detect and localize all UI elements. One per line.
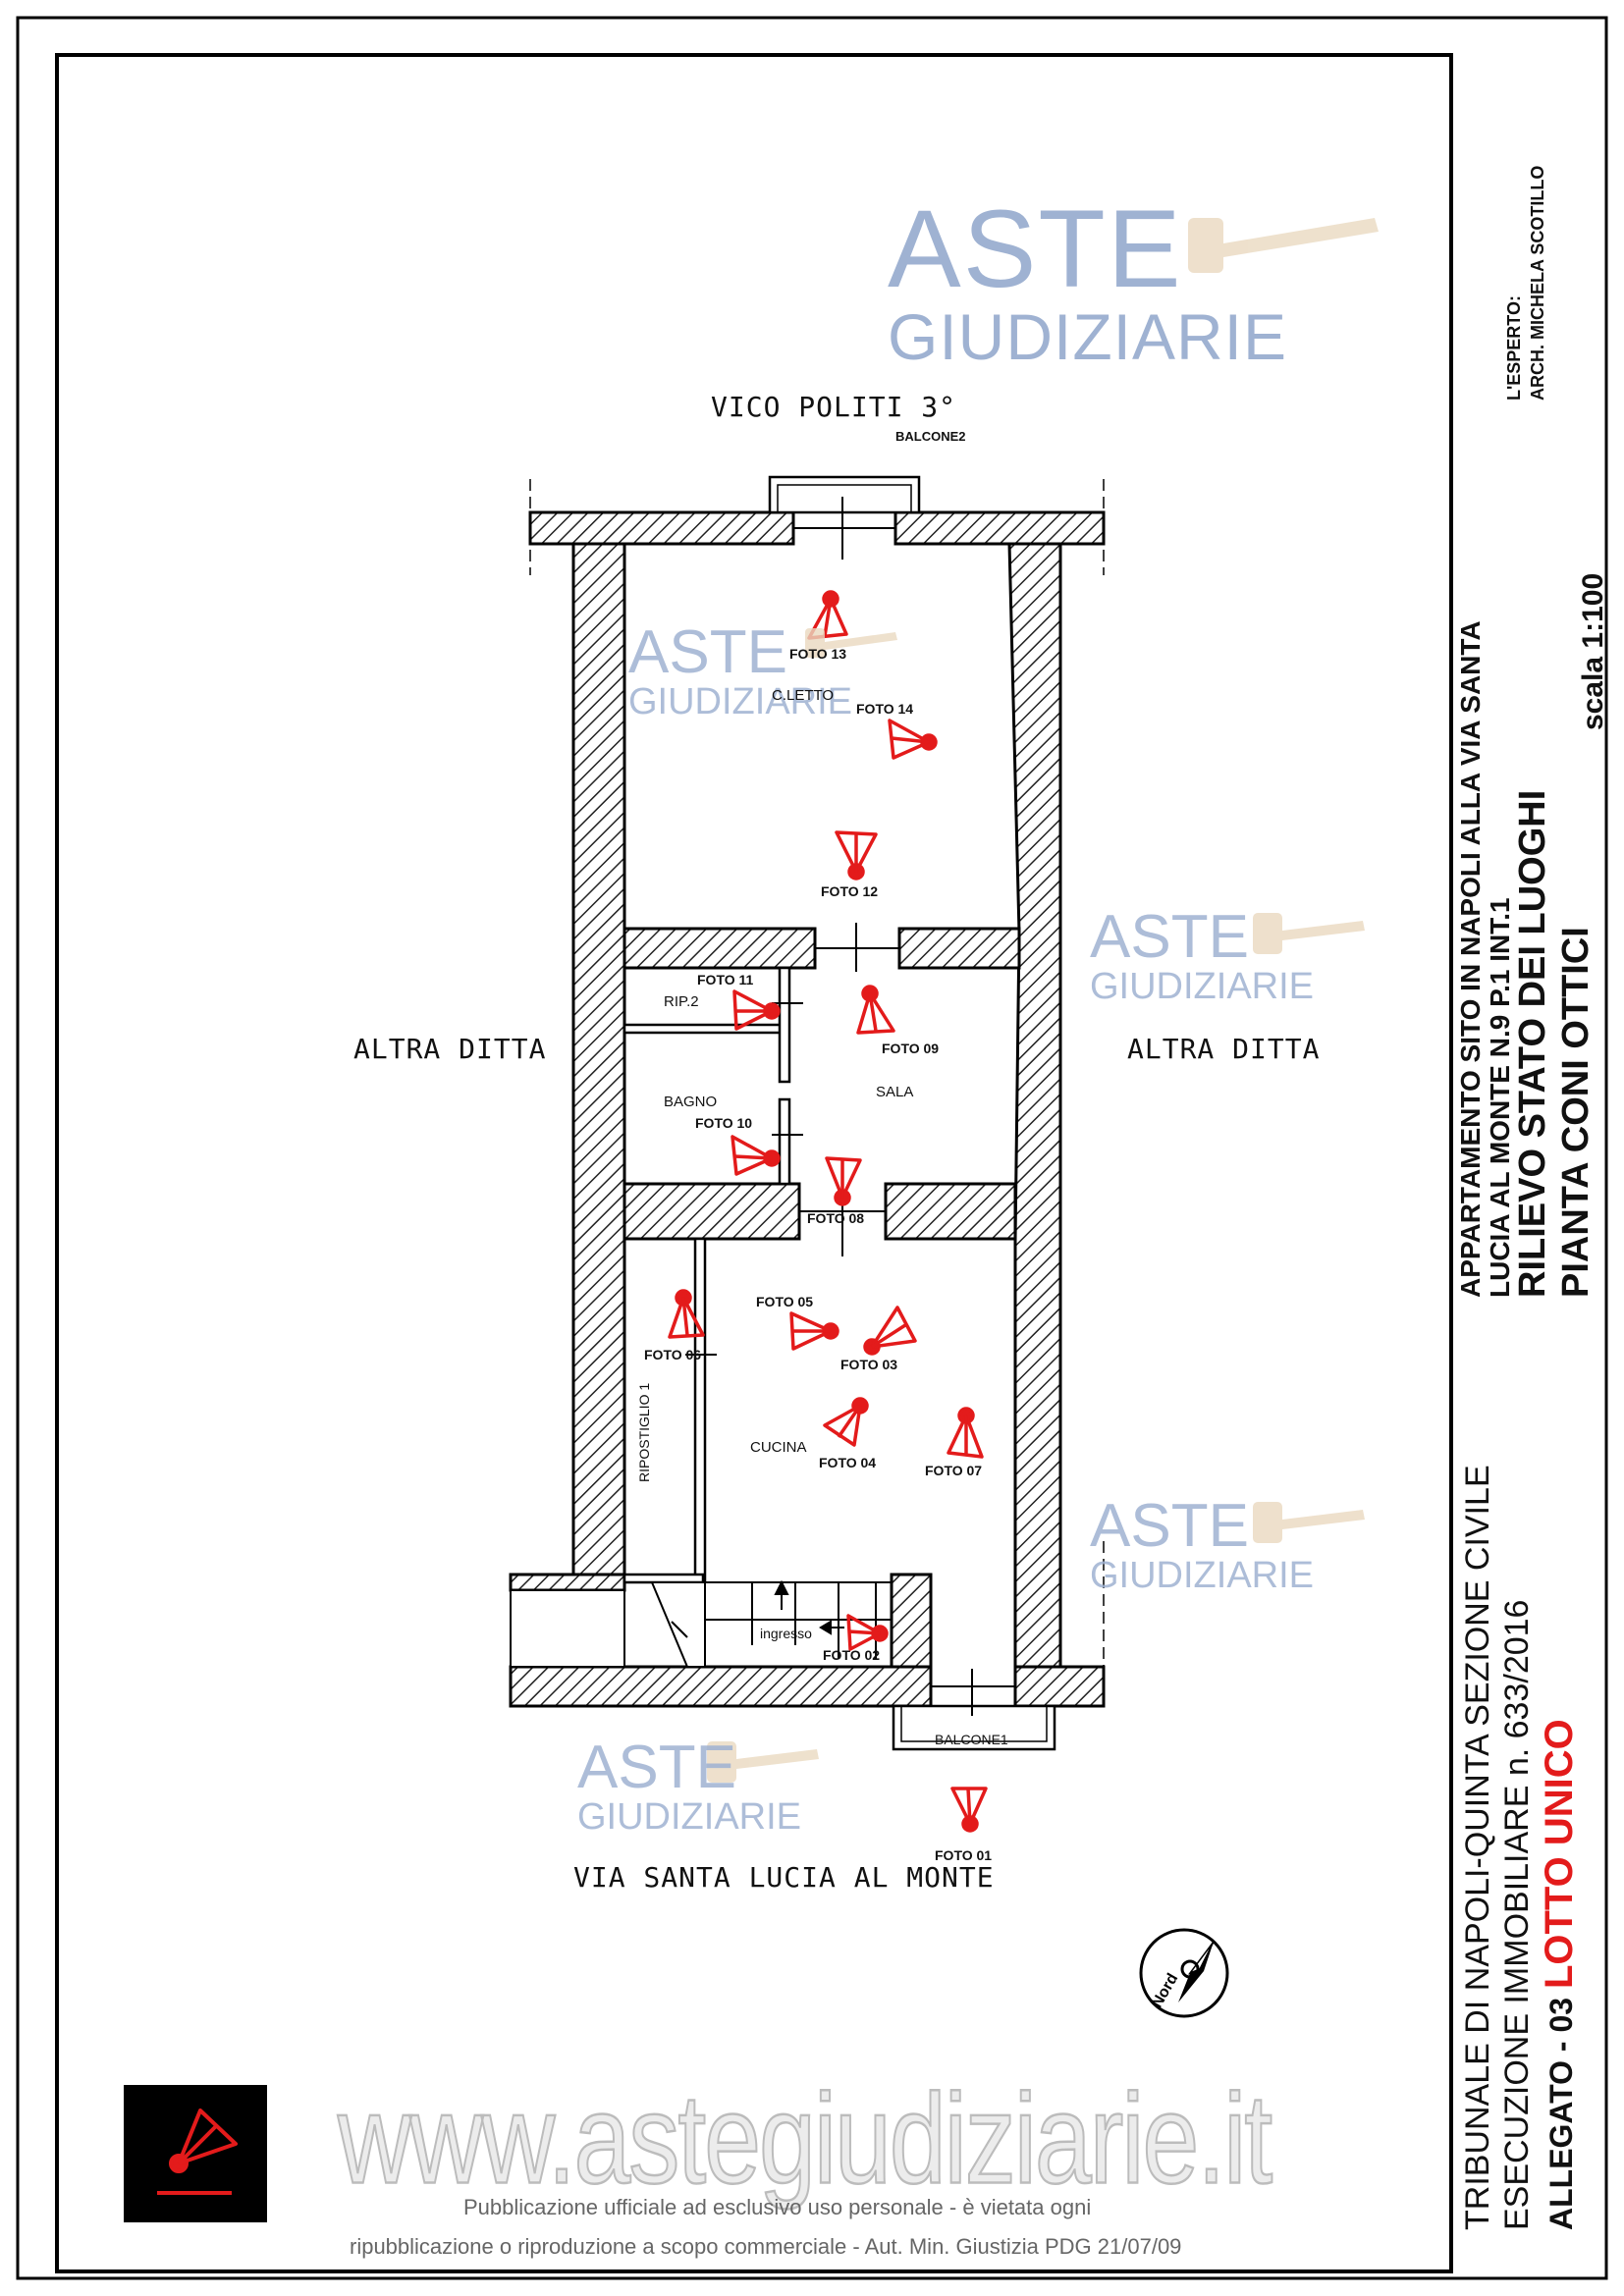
room-ingresso: ingresso <box>760 1626 812 1641</box>
watermark-url: www.astegiudiziarie.it <box>337 2067 1273 2213</box>
room-bagno: BAGNO <box>664 1094 718 1110</box>
photo-label-01: FOTO 01 <box>935 1847 993 1863</box>
gavel-watermarks <box>707 218 1379 1783</box>
address-line-1: APPARTAMENTO SITO IN NAPOLI ALLA VIA SAN… <box>1455 620 1486 1298</box>
room-cletto: C.LETTO <box>772 687 835 704</box>
scale-label: scala 1:100 <box>1577 572 1609 730</box>
property-lines <box>529 479 1105 1669</box>
annex-line: ALLEGATO - 03 LOTTO UNICO <box>1538 1719 1582 2230</box>
street-bottom: VIA SANTA LUCIA AL MONTE <box>573 1861 995 1894</box>
watermark-giudiziarie: GIUDIZIARIE <box>888 300 1288 373</box>
watermark-aste: ASTE <box>888 187 1183 310</box>
partitions <box>623 966 791 1584</box>
photo-label-13: FOTO 13 <box>789 646 847 662</box>
view-cone-02 <box>846 1614 889 1651</box>
stair-landing-wall <box>510 1589 625 1668</box>
view-cone-01 <box>950 1787 988 1833</box>
drawing-frame <box>55 53 1453 2273</box>
stair <box>650 1579 892 1668</box>
photo-label-05: FOTO 05 <box>756 1294 814 1309</box>
court-line-2: ESECUZIONE IMMOBILIARE n. 633/2016 <box>1498 1599 1536 2230</box>
street-top: VICO POLITI 3° <box>711 391 957 423</box>
watermark-aste: ASTE <box>628 618 787 686</box>
view-cone-12 <box>835 830 878 881</box>
room-balcone2: BALCONE2 <box>895 429 966 444</box>
room-sala: SALA <box>876 1084 914 1100</box>
room-cucina: CUCINA <box>750 1439 807 1456</box>
court-line-1: TRIBUNALE DI NAPOLI-QUINTA SEZIONE CIVIL… <box>1459 1465 1496 2230</box>
balcony-bottom-inner <box>900 1705 1048 1742</box>
photo-label-03: FOTO 03 <box>840 1357 898 1372</box>
photo-label-10: FOTO 10 <box>695 1115 753 1131</box>
watermark-aste: ASTE <box>1090 1492 1249 1560</box>
neighbor-right: ALTRA DITTA <box>1127 1033 1321 1065</box>
expert-name: ARCH. MICHELA SCOTILLO <box>1528 165 1547 400</box>
disclaimer-line-1: Pubblicazione ufficiale ad esclusivo uso… <box>463 2195 1092 2219</box>
watermark-right-1: ASTE GIUDIZIARIE <box>1090 903 1315 1007</box>
view-cones <box>668 590 988 1833</box>
view-cone-07 <box>947 1407 984 1459</box>
watermark-main: ASTE GIUDIZIARIE <box>888 187 1288 373</box>
view-cone-13 <box>807 590 848 640</box>
neighbor-left: ALTRA DITTA <box>353 1033 547 1065</box>
photo-label-12: FOTO 12 <box>821 883 879 899</box>
view-cone-04 <box>823 1397 869 1447</box>
view-cone-03 <box>863 1306 917 1356</box>
title-line-2: PIANTA CONI OTTICI <box>1555 927 1597 1298</box>
balcony-top-inner <box>777 484 912 513</box>
photo-label-08: FOTO 08 <box>807 1210 865 1226</box>
view-cone-05 <box>789 1311 839 1351</box>
watermark-aste: ASTE <box>1090 903 1249 971</box>
walls <box>509 510 1106 1708</box>
watermark-right-2: ASTE GIUDIZIARIE <box>1090 1492 1315 1596</box>
view-cone-14 <box>888 719 938 760</box>
watermark-aste: ASTE <box>577 1734 736 1801</box>
view-cone-08 <box>825 1156 862 1206</box>
watermark-giudiziarie: GIUDIZIARIE <box>1090 966 1315 1007</box>
expert-label: L'ESPERTO: <box>1504 295 1524 400</box>
room-rip2: RIP.2 <box>664 993 699 1010</box>
photo-label-04: FOTO 04 <box>819 1455 877 1470</box>
watermark-giudiziarie: GIUDIZIARIE <box>628 681 853 722</box>
balcony-top <box>768 475 921 514</box>
photo-label-11: FOTO 11 <box>697 972 754 988</box>
photo-label-07: FOTO 07 <box>925 1463 983 1478</box>
watermark-giudiziarie: GIUDIZIARIE <box>1090 1555 1315 1596</box>
openings <box>685 497 1015 1716</box>
watermark-bottom: ASTE GIUDIZIARIE <box>577 1734 802 1838</box>
watermark-bedroom: ASTE GIUDIZIARIE <box>628 622 852 721</box>
disclaimer-line-2: ripubblicazione o riproduzione a scopo c… <box>350 2234 1182 2259</box>
compass <box>1139 1928 1229 2018</box>
view-cone-09 <box>856 985 895 1035</box>
legend-box <box>124 2085 267 2222</box>
view-cone-11 <box>732 989 781 1031</box>
annex-prefix: ALLEGATO - 03 <box>1543 1997 1579 2230</box>
view-cone-10 <box>731 1135 781 1176</box>
outer-border <box>16 16 1608 2280</box>
view-cone-06 <box>668 1289 705 1339</box>
watermark-giudiziarie: GIUDIZIARIE <box>577 1796 802 1838</box>
photo-label-14: FOTO 14 <box>856 701 914 717</box>
photo-label-02: FOTO 02 <box>823 1647 881 1663</box>
room-balcone1: BALCONE1 <box>935 1732 1008 1747</box>
room-ripostiglio1: RIPOSTIGLIO 1 <box>636 1382 652 1482</box>
photo-label-09: FOTO 09 <box>882 1041 940 1056</box>
photo-label-06: FOTO 06 <box>644 1347 702 1362</box>
annex-lot: LOTTO UNICO <box>1538 1719 1581 1990</box>
title-line-1: RILIEVO STATO DEI LUOGHI <box>1512 789 1553 1298</box>
